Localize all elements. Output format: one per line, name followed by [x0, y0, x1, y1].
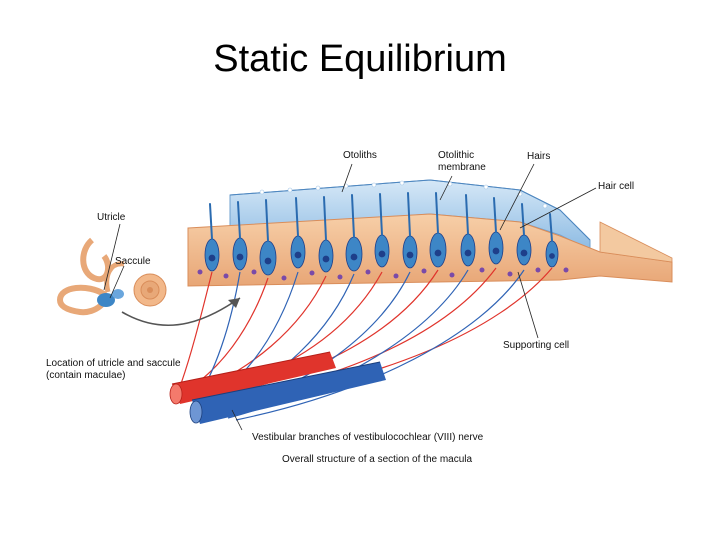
page-title: Static Equilibrium: [213, 38, 507, 80]
hair-cells: [204, 231, 559, 276]
label-otoliths: Otoliths: [343, 150, 377, 161]
nerve-bundle-blue: [189, 361, 386, 424]
inner-ear-illustration: [56, 237, 167, 316]
leader-lines: [103, 163, 597, 431]
label-utricle: Utricle: [97, 212, 126, 223]
label-hairs: Hairs: [527, 151, 551, 162]
label-supporting-cell: Supporting cell: [503, 340, 570, 351]
label-location-line2: (contain maculae): [46, 370, 126, 381]
hair-bundles: [209, 192, 553, 242]
location-arrow: [121, 297, 241, 327]
nerve-bundle-red: [169, 351, 336, 405]
label-otolithic-membrane-line2: membrane: [438, 162, 486, 173]
label-location-line1: Location of utricle and saccule: [46, 358, 181, 369]
label-otolithic-membrane-line1: Otolithic: [438, 150, 475, 161]
label-nerve: Vestibular branches of vestibulocochlear…: [252, 432, 484, 443]
label-hair-cell: Hair cell: [598, 181, 635, 192]
supporting-cell-nuclei: [197, 267, 569, 281]
label-saccule: Saccule: [115, 256, 151, 267]
figure-caption: Overall structure of a section of the ma…: [282, 454, 473, 465]
